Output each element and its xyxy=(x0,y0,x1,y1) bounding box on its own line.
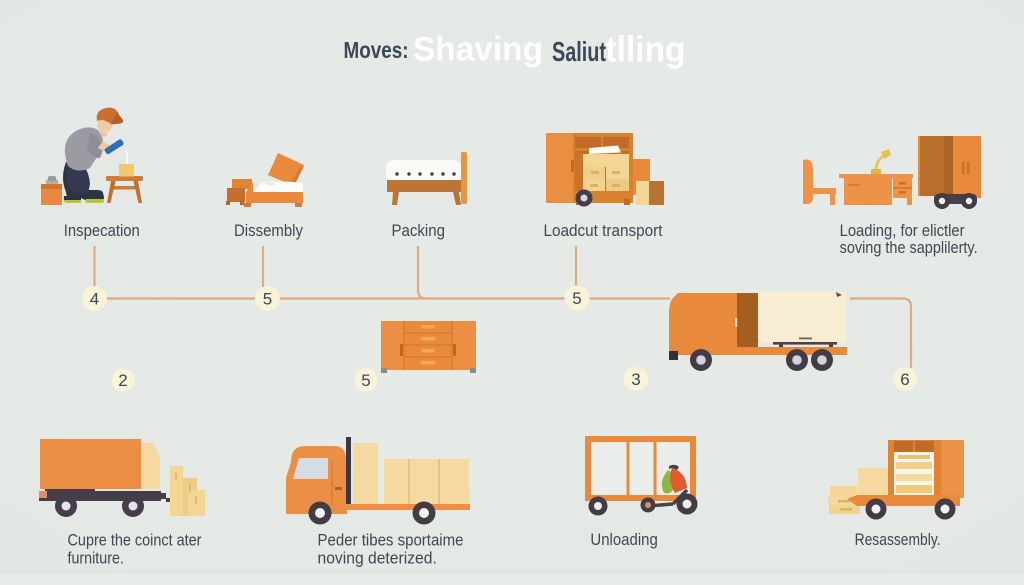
svg-text:tlling: tlling xyxy=(606,29,686,70)
svg-text:5: 5 xyxy=(572,289,581,308)
svg-text:Resassembly.: Resassembly. xyxy=(855,531,941,549)
svg-text:6: 6 xyxy=(900,370,909,389)
svg-text:3: 3 xyxy=(631,370,640,389)
svg-text:Inspecation: Inspecation xyxy=(64,222,140,240)
svg-text:Peder tibes sportaime: Peder tibes sportaime xyxy=(318,532,464,550)
svg-text:Loading, for elictler: Loading, for elictler xyxy=(840,222,965,240)
svg-text:Packing: Packing xyxy=(392,222,446,240)
svg-text:Moves:: Moves: xyxy=(344,37,409,63)
svg-text:Cupre the coinct ater: Cupre the coinct ater xyxy=(68,532,202,550)
svg-text:soving the sapplilerty.: soving the sapplilerty. xyxy=(840,239,978,257)
svg-text:Saliut: Saliut xyxy=(552,36,606,67)
svg-text:Loadcut transport: Loadcut transport xyxy=(544,222,663,240)
svg-text:5: 5 xyxy=(361,371,370,390)
svg-text:5: 5 xyxy=(263,290,272,309)
svg-text:Dissembly: Dissembly xyxy=(234,222,304,240)
svg-text:Unloading: Unloading xyxy=(590,531,657,549)
svg-text:noving deterized.: noving deterized. xyxy=(318,550,437,568)
svg-text:4: 4 xyxy=(90,290,99,309)
svg-text:2: 2 xyxy=(118,371,127,390)
svg-text:furniture.: furniture. xyxy=(68,550,124,568)
svg-text:Shaving: Shaving xyxy=(413,31,543,69)
